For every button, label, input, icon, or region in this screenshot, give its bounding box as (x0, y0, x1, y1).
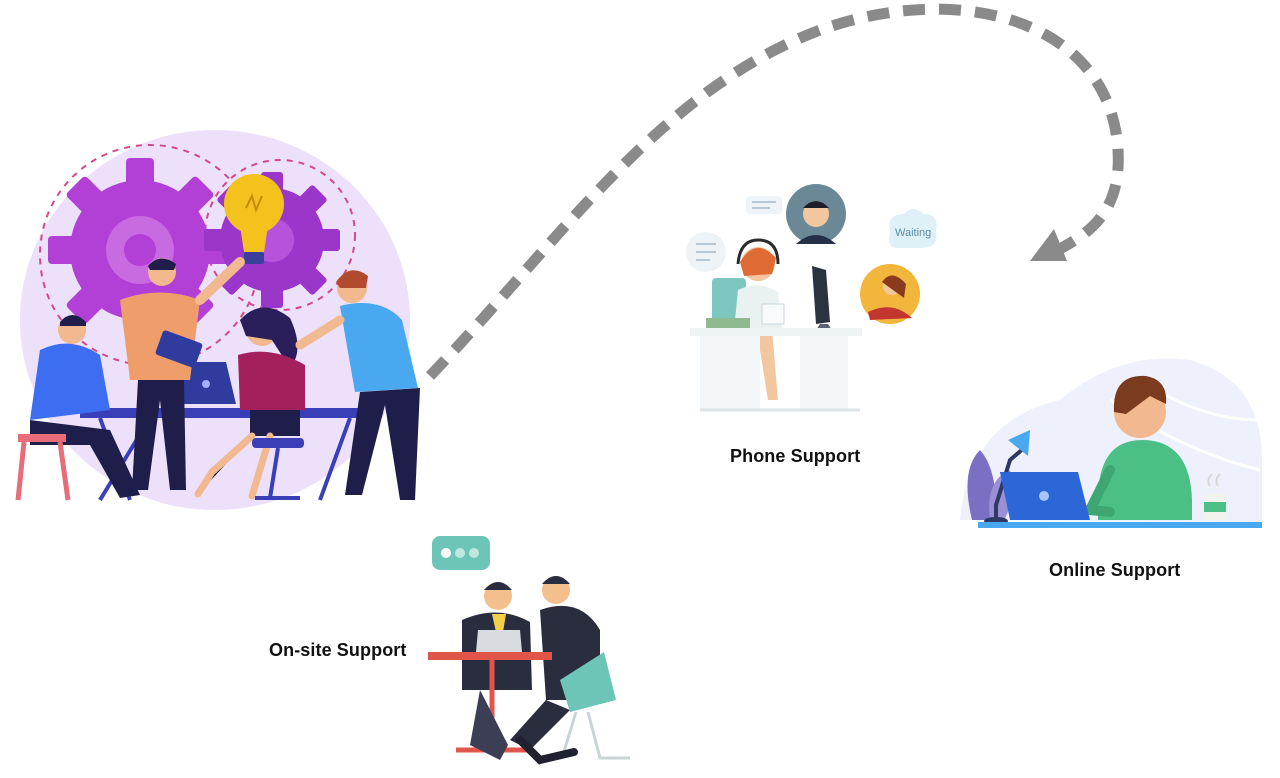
person-woman-sitting (194, 307, 305, 500)
coffee-cup-icon (1204, 473, 1226, 520)
waiting-bubble-icon (889, 209, 937, 248)
message-bubble-icon (746, 196, 782, 214)
person-standing-right (295, 270, 420, 500)
team-desk (80, 408, 375, 418)
arrowhead-icon (1030, 229, 1067, 261)
waiting-label: Waiting (895, 227, 931, 239)
laptop-icon (1000, 472, 1090, 520)
online-desk (978, 522, 1262, 528)
laptop-icon (476, 630, 522, 652)
phone-desk (690, 328, 862, 336)
phone-support-label: Phone Support (730, 446, 861, 466)
chat-dots-icon (432, 536, 490, 570)
online-agent (1082, 375, 1192, 520)
onsite-table (428, 652, 552, 660)
dashed-path (426, 3, 1124, 380)
waiting-avatar (860, 264, 920, 324)
person-left (15, 315, 140, 501)
lightbulb-icon (224, 174, 284, 264)
dashed-orbit-right (204, 159, 356, 311)
person-standing-tablet (120, 257, 245, 490)
online-support-label: Online Support (1049, 560, 1181, 580)
caller-avatar (786, 184, 846, 244)
onsite-chair (560, 652, 616, 712)
onsite-support-label: On-site Support (269, 640, 407, 660)
